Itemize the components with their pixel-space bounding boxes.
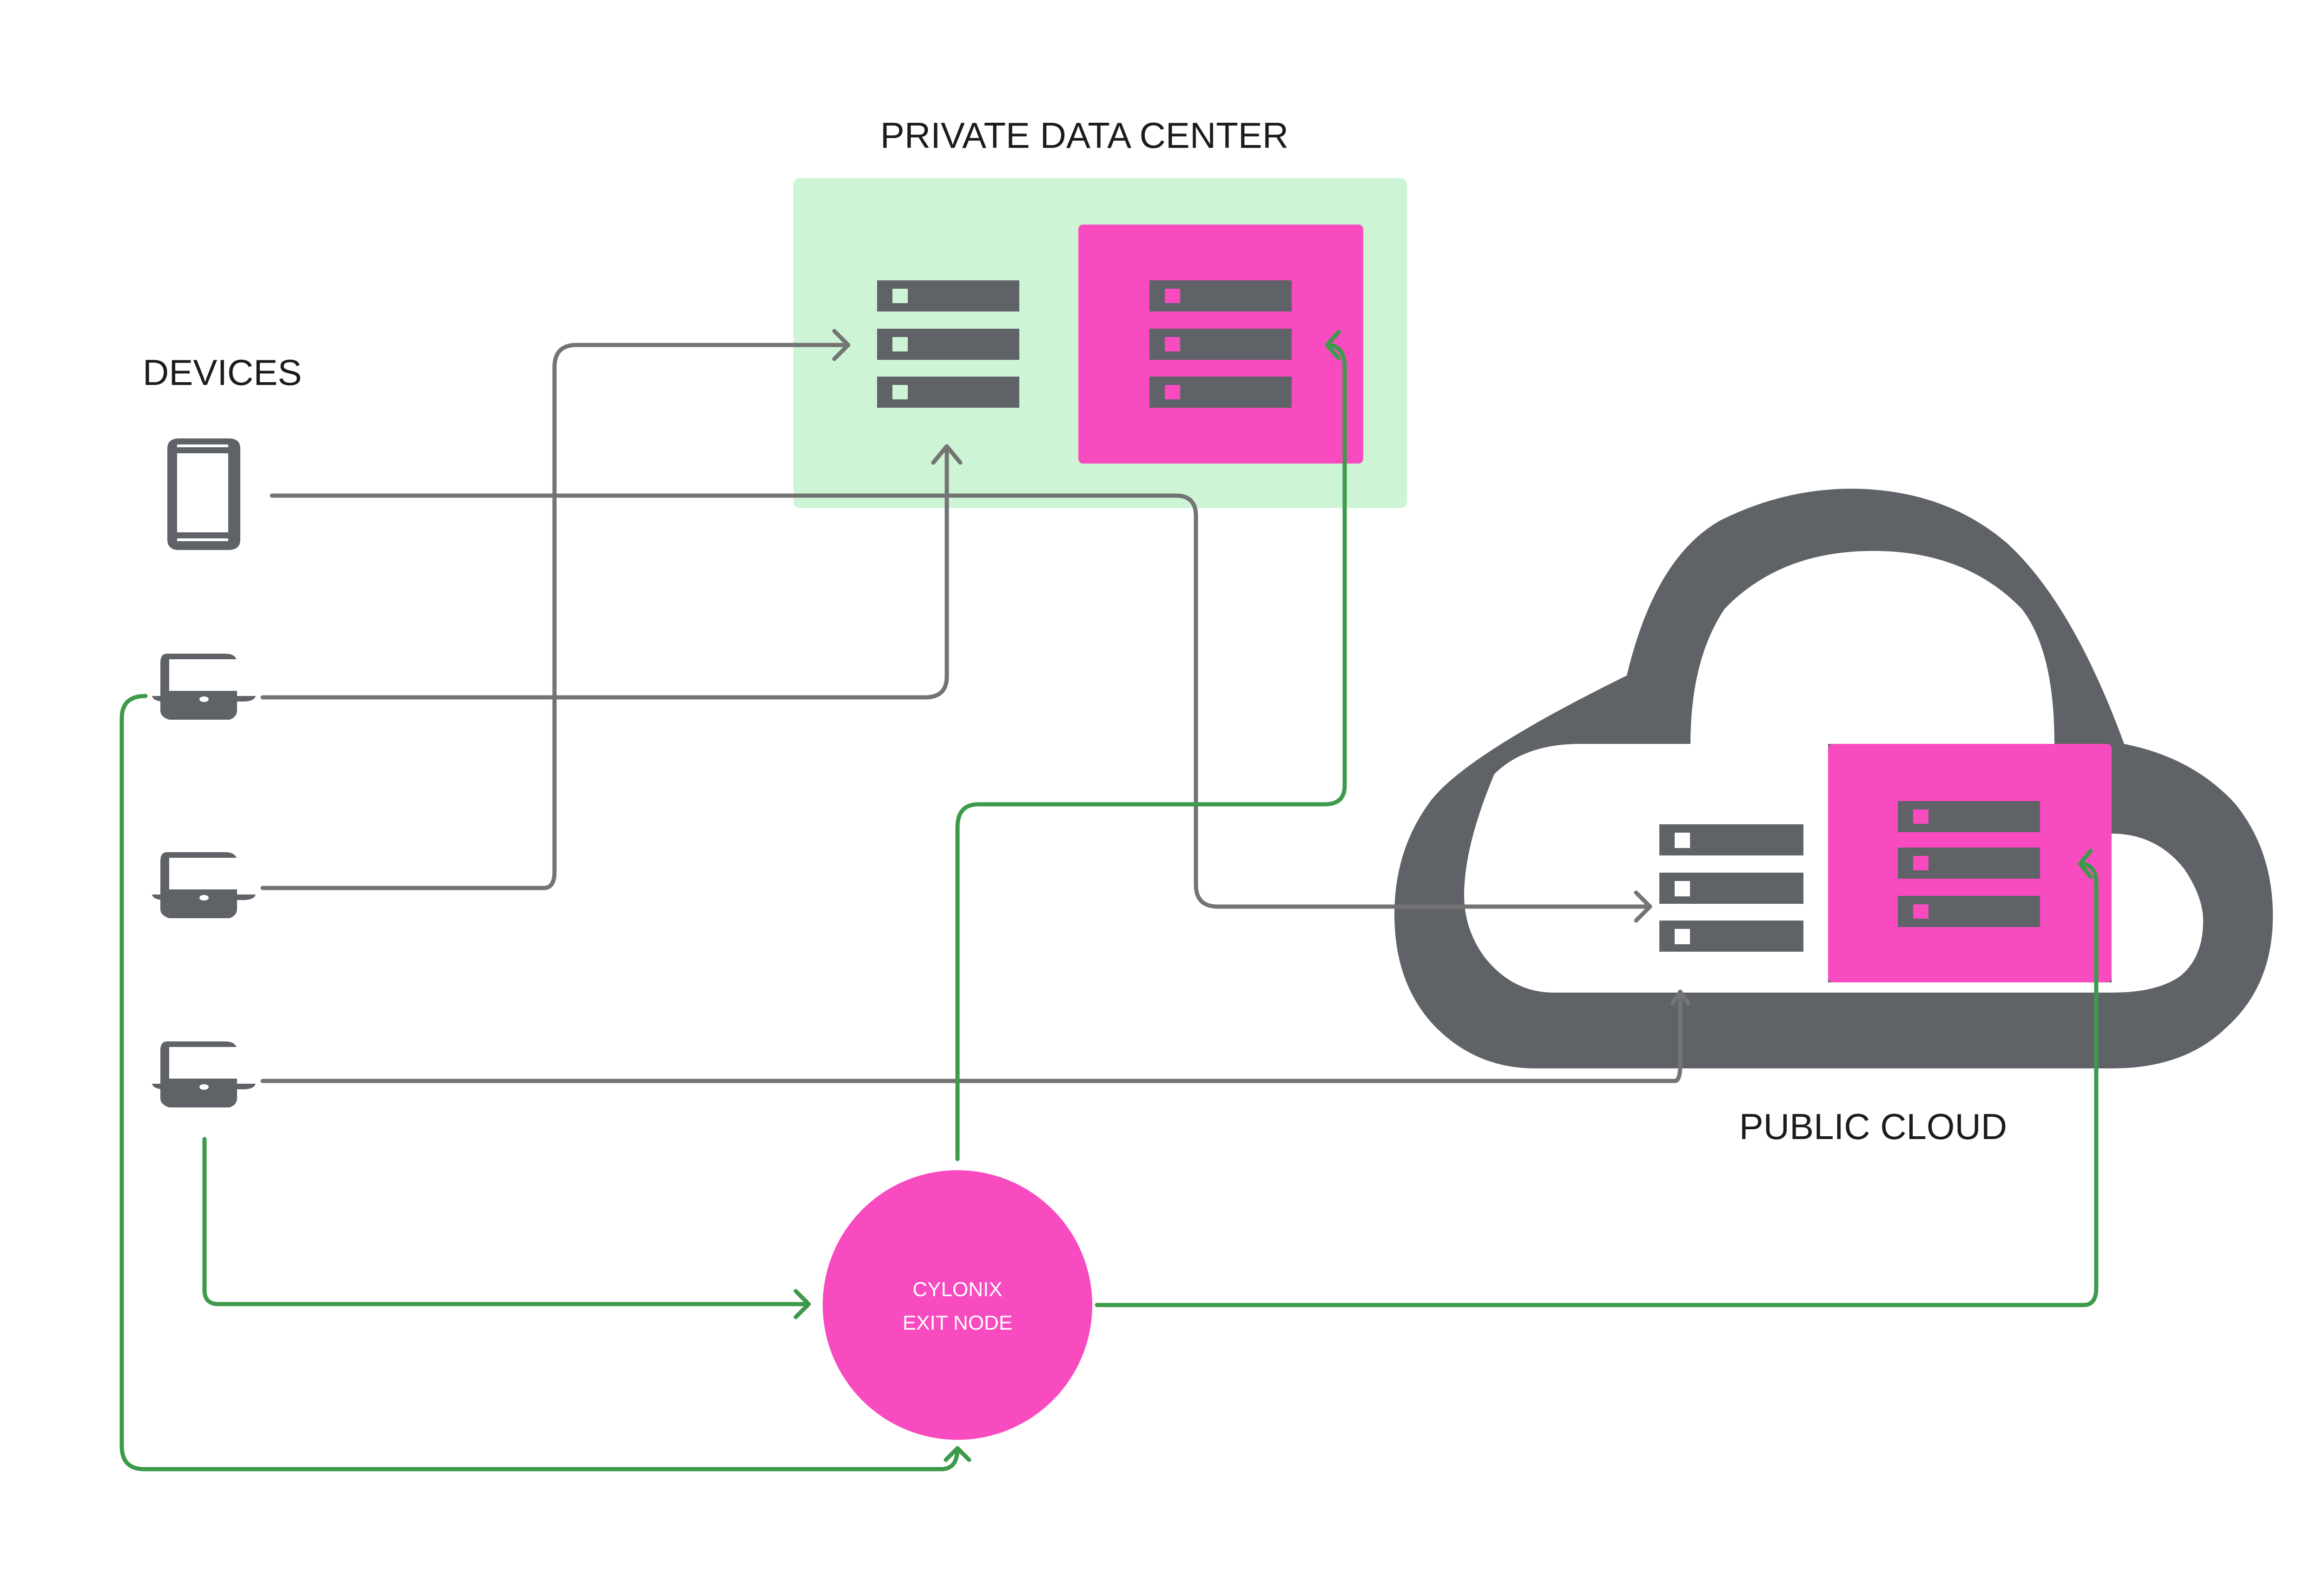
device-laptop-3[interactable] <box>152 1041 256 1107</box>
device-phone[interactable] <box>167 438 240 550</box>
connection-laptop3-to-cloud-servers <box>260 989 1690 1083</box>
server-icon <box>877 280 1019 311</box>
device-laptop-2[interactable] <box>152 852 256 918</box>
laptop-icon <box>152 654 256 720</box>
devices-heading: DEVICES <box>143 352 302 393</box>
server-icon <box>1659 824 1803 855</box>
server-icon <box>1149 377 1292 408</box>
server-icon <box>1898 848 2040 879</box>
cylonix-exit-node[interactable]: CYLONIX EXIT NODE <box>823 1170 1092 1440</box>
exit-node-circle <box>823 1170 1092 1440</box>
phone-icon <box>167 438 240 550</box>
public-cloud-zone <box>1394 489 2273 1068</box>
laptop-icon <box>152 852 256 918</box>
private-data-center-heading: PRIVATE DATA CENTER <box>880 115 1288 156</box>
public-cloud-heading: PUBLIC CLOUD <box>1739 1106 2007 1147</box>
laptop-icon <box>152 1041 256 1107</box>
server-icon <box>1659 921 1803 952</box>
server-icon <box>1898 801 2040 832</box>
exit-node-label-line2: EXIT NODE <box>903 1312 1012 1334</box>
cloud-protected-servers[interactable] <box>1828 744 2112 982</box>
server-icon <box>1898 896 2040 927</box>
connection-laptop1-to-private-servers <box>260 444 963 700</box>
connection-exit-node-to-cloud-protected <box>1095 848 2099 1307</box>
connection-laptop2-to-private-servers <box>260 329 851 890</box>
connection-laptop3-to-exit-node <box>202 1137 811 1319</box>
connection-phone-to-cloud-servers <box>270 493 1652 923</box>
server-icon <box>877 329 1019 360</box>
private-protected-servers[interactable] <box>1078 225 1363 464</box>
exit-node-label-line1: CYLONIX <box>912 1278 1002 1301</box>
connection-laptop1-to-exit-node <box>119 694 971 1471</box>
device-laptop-1[interactable] <box>152 654 256 720</box>
server-icon <box>1149 329 1292 360</box>
server-icon <box>1149 280 1292 311</box>
private-servers[interactable] <box>877 280 1019 408</box>
server-icon <box>877 377 1019 408</box>
connection-exit-node-to-private-protected <box>955 330 1347 1161</box>
cloud-servers[interactable] <box>1659 824 1803 952</box>
server-icon <box>1659 873 1803 904</box>
private-data-center-zone <box>793 178 1407 508</box>
